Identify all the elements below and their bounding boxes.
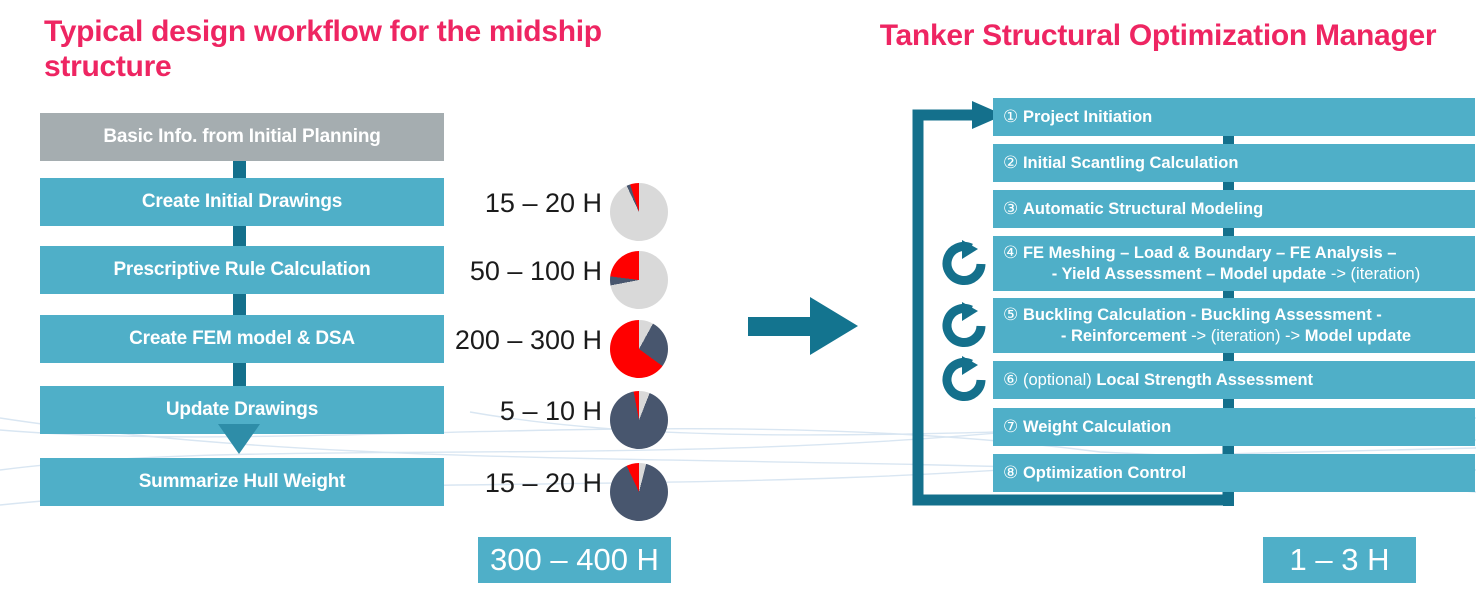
right-step-box-6[interactable]: ⑥ (optional) Local Strength Assessment [993,361,1475,399]
left-step-label: Create FEM model & DSA [129,328,355,349]
left-step-box-1[interactable]: Basic Info. from Initial Planning [40,113,444,161]
right-step-line: ⑦ Weight Calculation [1003,416,1475,438]
left-step-box-3[interactable]: Prescriptive Rule Calculation [40,246,444,294]
right-step-text: Automatic Structural Modeling [1022,199,1264,218]
left-pie-chart-2 [610,251,668,309]
left-pie-chart-4 [610,391,668,449]
left-step-hours-2: 15 – 20 H [484,188,602,218]
right-flow-connector-segment [1223,353,1234,361]
right-flow-connector-segment [1223,446,1234,454]
left-pie-chart-3 [610,320,668,378]
left-step-box-4[interactable]: Create FEM model & DSA [40,315,444,363]
right-step-text: Optimization Control [1022,463,1187,482]
right-step-line: ③ Automatic Structural Modeling [1003,198,1475,220]
right-step-box-4[interactable]: ④ FE Meshing – Load & Boundary – FE Anal… [993,236,1475,291]
iteration-loop-icon [942,356,986,401]
step-number-icon: ⑥ [1003,369,1023,389]
step-number-icon: ④ [1003,242,1023,262]
right-step-text: - Yield Assessment – Model update [1051,265,1331,283]
iteration-loop-icon [942,239,986,285]
iteration-loop-icon [942,301,986,347]
right-step-text: FE Meshing – Load & Boundary – FE Analys… [1022,243,1397,262]
right-step-text: Model update [1304,327,1412,345]
right-total-hours-badge: 1 – 3 H [1263,537,1416,583]
page-title-right: Tanker Structural Optimization Manager [879,19,1437,52]
left-pie-chart-5 [610,463,668,521]
step-number-icon: ⑧ [1003,462,1023,482]
right-step-line: - Reinforcement -> (iteration) -> Model … [1003,326,1475,347]
right-workflow-panel: ① Project Initiation ② Initial Scantling … [880,0,1476,610]
right-step-line: ⑧ Optimization Control [1003,462,1475,484]
right-step-line: - Yield Assessment – Model update -> (it… [1003,264,1475,285]
right-flow-connector-segment [1223,182,1234,190]
right-step-text: Project Initiation [1022,107,1153,126]
left-step-hours-4: 200 – 300 H [454,325,602,355]
left-step-hours-5: 5 – 10 H [499,396,602,426]
left-step-hours-6: 15 – 20 H [484,468,602,498]
right-step-text: (optional) [1022,370,1097,389]
step-number-icon: ③ [1003,198,1023,218]
right-step-box-3[interactable]: ③ Automatic Structural Modeling [993,190,1475,228]
transition-arrow-icon [748,297,858,355]
left-step-label: Update Drawings [165,399,319,420]
left-step-label: Prescriptive Rule Calculation [113,259,371,280]
right-step-box-7[interactable]: ⑦ Weight Calculation [993,408,1475,446]
step-number-icon: ① [1003,106,1023,126]
right-step-line: ① Project Initiation [1003,106,1475,128]
right-step-text: -> (iteration) -> [1191,327,1305,345]
right-step-text: Buckling Calculation - Buckling Assessme… [1022,305,1382,324]
step-number-icon: ② [1003,152,1023,172]
left-step-hours-3: 50 – 100 H [469,256,602,286]
left-step-box-6[interactable]: Summarize Hull Weight [40,458,444,506]
right-step-box-2[interactable]: ② Initial Scantling Calculation [993,144,1475,182]
right-step-line: ④ FE Meshing – Load & Boundary – FE Anal… [1003,242,1475,264]
right-flow-connector-segment [1223,291,1234,298]
left-step-box-2[interactable]: Create Initial Drawings [40,178,444,226]
right-step-line: ⑤ Buckling Calculation - Buckling Assess… [1003,304,1475,326]
right-flow-connector-segment [1223,492,1234,506]
right-step-box-1[interactable]: ① Project Initiation [993,98,1475,136]
right-flow-connector-segment [1223,136,1234,144]
left-pie-chart-1 [610,183,668,241]
right-step-box-5[interactable]: ⑤ Buckling Calculation - Buckling Assess… [993,298,1475,353]
step-number-icon: ⑤ [1003,304,1023,324]
right-step-line: ⑥ (optional) Local Strength Assessment [1003,369,1475,391]
left-step-label: Summarize Hull Weight [138,471,346,492]
right-step-text: Local Strength Assessment [1096,370,1314,389]
right-step-line: ② Initial Scantling Calculation [1003,152,1475,174]
left-flow-arrowhead-icon [218,424,260,454]
left-step-label: Create Initial Drawings [141,191,343,212]
right-step-text: - Reinforcement [1060,327,1192,345]
right-step-box-8[interactable]: ⑧ Optimization Control [993,454,1475,492]
right-step-text: Weight Calculation [1022,417,1172,436]
right-step-text: Initial Scantling Calculation [1022,153,1239,172]
right-step-text: -> (iteration) [1330,265,1421,283]
right-flow-connector-segment [1223,399,1234,408]
page-title-left: Typical design workflow for the midship … [44,15,602,84]
left-step-label: Basic Info. from Initial Planning [103,126,381,147]
right-flow-connector-segment [1223,228,1234,236]
left-total-hours-badge: 300 – 400 H [478,537,671,583]
step-number-icon: ⑦ [1003,416,1023,436]
